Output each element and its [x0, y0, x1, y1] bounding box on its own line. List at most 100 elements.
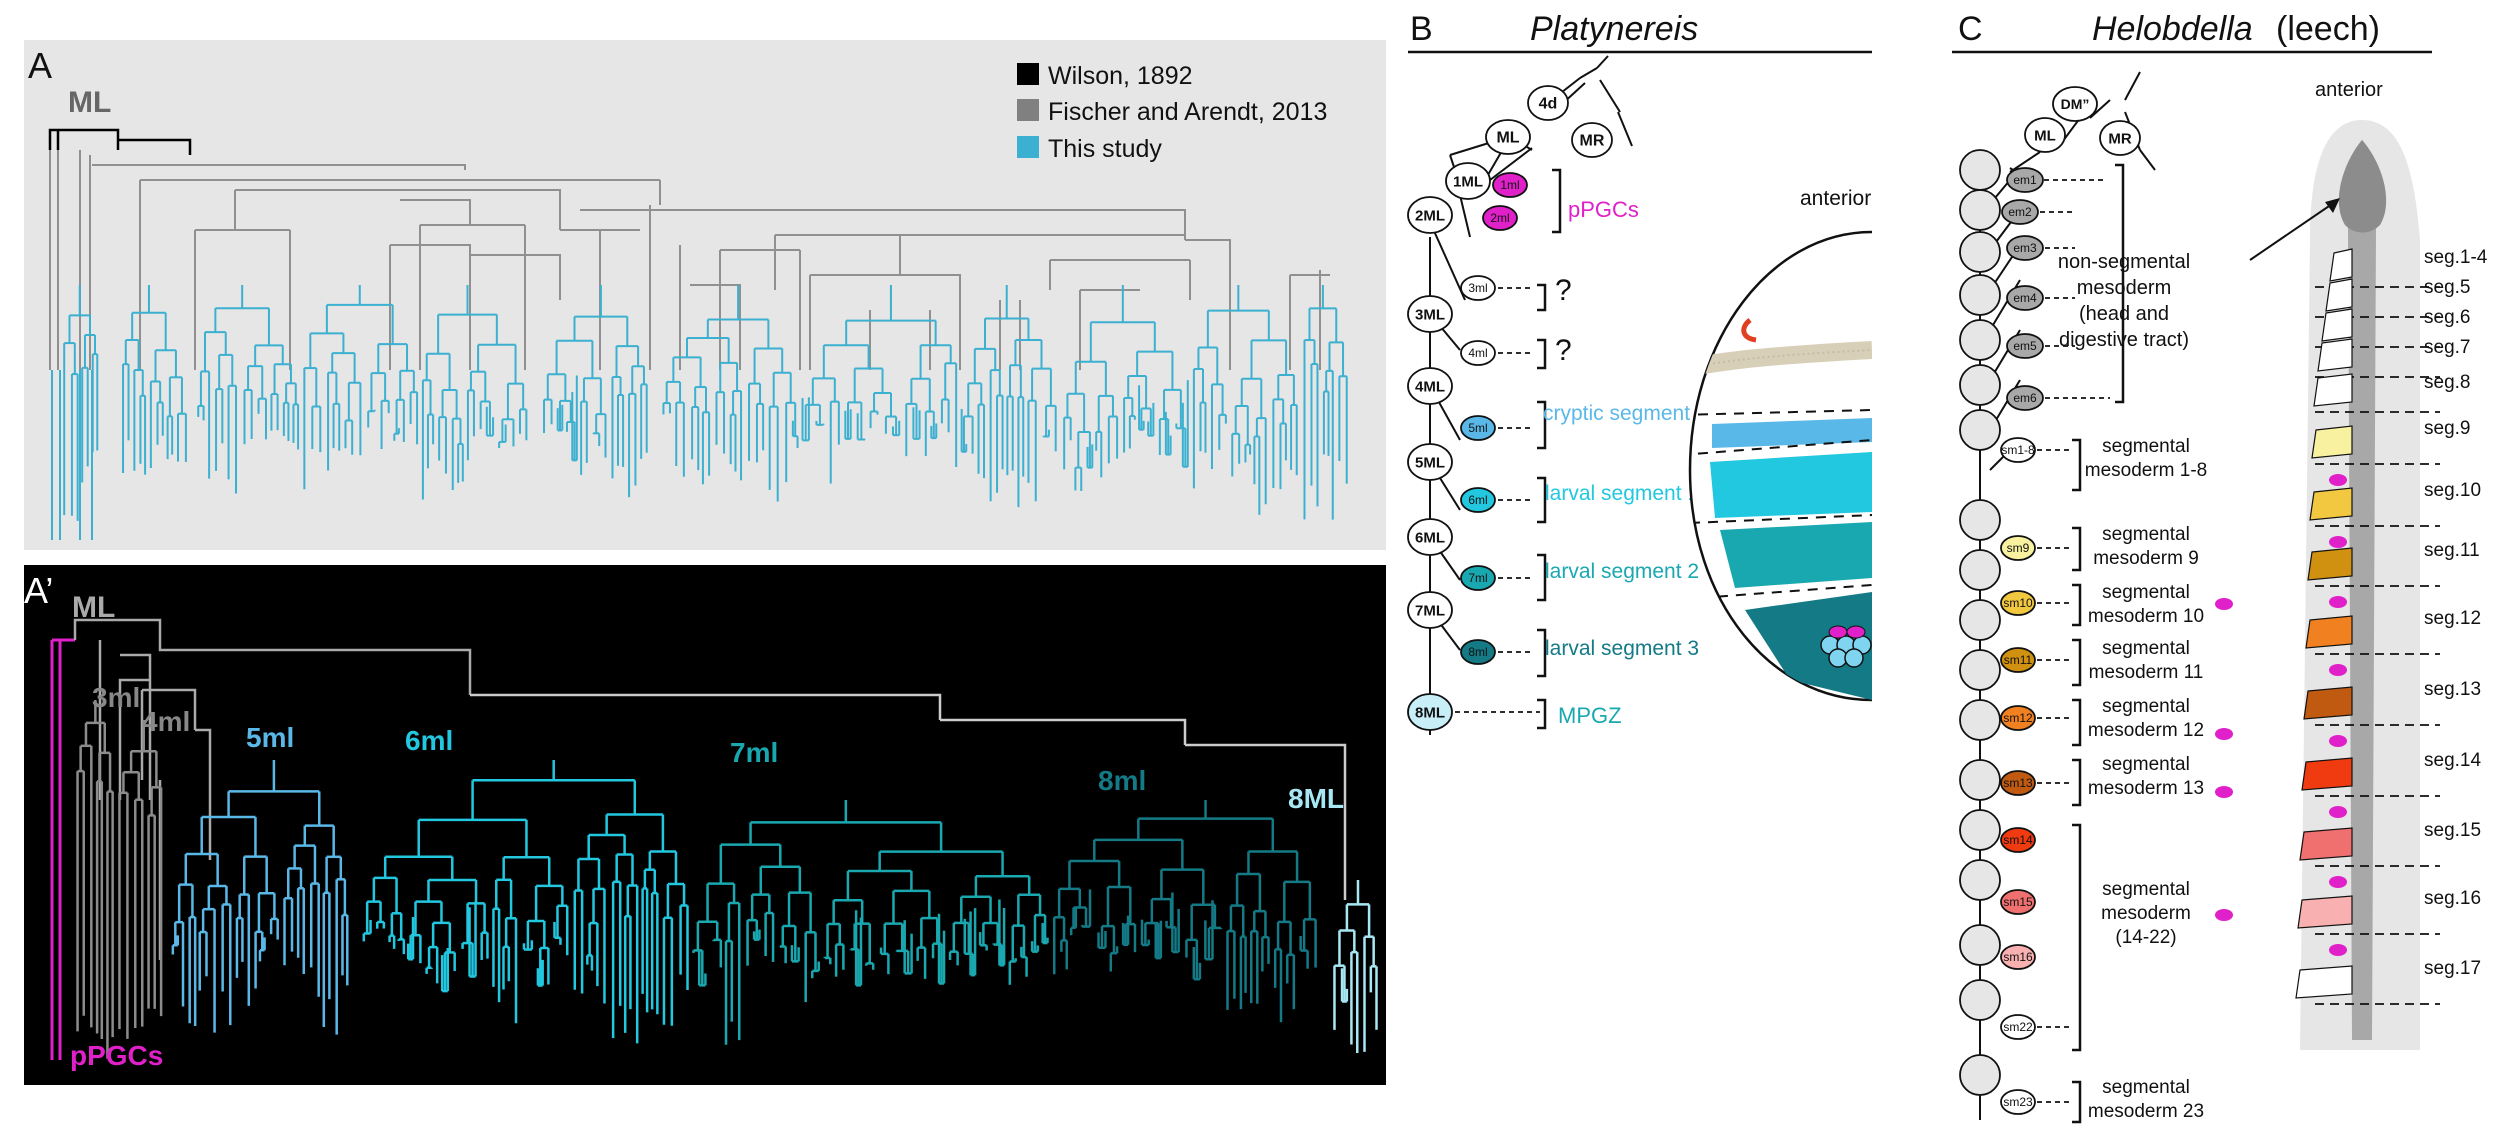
clade-label-8ml: 8ml: [1098, 765, 1146, 796]
svg-text:MR: MR: [1580, 133, 1605, 150]
svg-text:3ML: 3ML: [1415, 306, 1445, 323]
svg-text:sm9: sm9: [2007, 541, 2030, 555]
node-2ML: 2ML: [1407, 196, 1453, 234]
segment-blocks: seg.1-4seg.5seg.6seg.7seg.8seg.9seg.10se…: [2295, 247, 2488, 1005]
svg-text:mesoderm 1-8: mesoderm 1-8: [2085, 460, 2208, 481]
annotation-cryptic-segment: cryptic segment: [1543, 402, 1690, 425]
svg-text:em1: em1: [2013, 173, 2037, 187]
node-1ML: 1ML: [1445, 162, 1491, 200]
wilson-lineage-lines: [48, 128, 192, 155]
svg-text:1ml: 1ml: [1500, 178, 1519, 192]
svg-text:MR: MR: [2108, 130, 2131, 147]
svg-text:sm22: sm22: [2003, 1020, 2033, 1034]
eye-spot: [1741, 318, 1757, 343]
svg-text:mesoderm 13: mesoderm 13: [2088, 778, 2204, 799]
annotation-question-2: ?: [1555, 334, 1572, 367]
segment-label-seg.16: seg.16: [2424, 888, 2481, 909]
segment-block-seg.9: [2311, 425, 2353, 459]
node-sm14: sm14: [2000, 827, 2036, 853]
segment-label-seg.14: seg.14: [2424, 750, 2481, 771]
svg-text:sm23: sm23: [2003, 1095, 2033, 1109]
node-4ml: 4ml: [1460, 340, 1496, 366]
node-sm10: sm10: [2000, 590, 2036, 616]
node-5ML: 5ML: [1407, 443, 1453, 481]
segment-block-seg.10: [2309, 487, 2353, 521]
panel-b-anterior-label: anterior: [1800, 187, 1871, 210]
panel-a-label: A: [28, 45, 52, 86]
node-8ml: 8ml: [1460, 639, 1496, 665]
svg-text:segmental: segmental: [2102, 638, 2190, 659]
segment-block-seg.6: [2321, 308, 2353, 342]
segment-block-seg.15: [2299, 827, 2353, 861]
svg-text:em6: em6: [2013, 391, 2037, 405]
node-sm16: sm16: [2000, 944, 2036, 970]
legend-swatch-fischer: [1017, 99, 1039, 121]
segment-label-seg.12: seg.12: [2424, 608, 2481, 629]
panel-a-prime-label: A’: [24, 570, 53, 611]
legend-swatch-study: [1017, 136, 1039, 158]
annotation-larval-segment-2: larval segment 2: [1545, 560, 1699, 583]
svg-text:3ml: 3ml: [1468, 281, 1487, 295]
segment-block-seg.5: [2325, 278, 2353, 312]
segment-label-seg.10: seg.10: [2424, 480, 2481, 501]
panel-a-background: [24, 40, 1386, 550]
node-em5: em5: [2006, 333, 2044, 359]
panel-a-prime-root-label: ML: [72, 591, 115, 624]
svg-text:4ML: 4ML: [1415, 378, 1445, 395]
node-sm12: sm12: [2000, 705, 2036, 731]
panel-a-root-label: ML: [68, 86, 111, 119]
legend-label-fischer: Fischer and Arendt, 2013: [1048, 98, 1327, 126]
pgc-cluster: [1820, 625, 1872, 668]
node-4ML: 4ML: [1407, 367, 1453, 405]
clade-label-ppgcs: pPGCs: [70, 1040, 163, 1071]
node-sm22: sm22: [2000, 1014, 2036, 1040]
segment-block-seg.12: [2305, 615, 2353, 649]
legend: Wilson, 1892 Fischer and Arendt, 2013 Th…: [1017, 62, 1327, 163]
segment-block-seg.8: [2313, 373, 2353, 407]
svg-text:5ML: 5ML: [1415, 454, 1445, 471]
svg-text:5ml: 5ml: [1468, 421, 1487, 435]
segment-label-seg.7: seg.7: [2424, 337, 2470, 358]
gut-tract: [2347, 140, 2378, 1040]
svg-text:sm13: sm13: [2003, 776, 2033, 790]
svg-text:segmental: segmental: [2102, 1077, 2190, 1098]
node-sm15: sm15: [2000, 889, 2036, 915]
svg-text:ML: ML: [1496, 130, 1519, 147]
segment-block-seg.13: [2303, 686, 2353, 720]
node-em2: em2: [2001, 199, 2039, 225]
helobdella-embryo: anterior seg.1-4seg.5seg.6seg.7seg.8seg.…: [2249, 79, 2488, 1050]
ppgc-lineage-lines: [50, 638, 75, 1060]
panel-c-anterior-label: anterior: [2315, 79, 2383, 101]
svg-text:7ML: 7ML: [1415, 602, 1445, 619]
node-sm13: sm13: [2000, 770, 2036, 796]
svg-text:1ML: 1ML: [1453, 173, 1483, 190]
proboscis: [2338, 140, 2387, 233]
annotation-ppgcs: pPGCs: [1568, 197, 1639, 222]
panel-b-brackets: [1455, 168, 1562, 730]
larval-segment-3-band: [1745, 592, 1872, 700]
svg-text:7ml: 7ml: [1468, 571, 1487, 585]
panel-c-brackets: [2037, 163, 2125, 1124]
node-4d: 4d: [1527, 85, 1569, 121]
annotation-larval-segment-1: larval segment 1: [1545, 482, 1699, 505]
panel-c-title-suffix: (leech): [2276, 10, 2380, 48]
svg-text:mesoderm: mesoderm: [2077, 277, 2171, 299]
node-DM: DM”: [2052, 86, 2098, 122]
cryptic-segment-band: [1712, 418, 1872, 448]
annotation-larval-segment-3: larval segment 3: [1545, 637, 1699, 660]
segment-block-seg.11: [2307, 547, 2353, 581]
segment-block-seg.17: [2295, 965, 2353, 999]
svg-text:4d: 4d: [1539, 96, 1558, 113]
clade-lineage-lines: [76, 700, 1378, 1059]
svg-text:segmental: segmental: [2102, 696, 2190, 717]
svg-text:(14-22): (14-22): [2115, 927, 2176, 948]
segment-label-seg.9: seg.9: [2424, 418, 2470, 439]
segment-block-seg.1-4: [2329, 248, 2353, 282]
svg-text:sm1-8: sm1-8: [2001, 443, 2035, 457]
svg-text:em5: em5: [2013, 339, 2037, 353]
